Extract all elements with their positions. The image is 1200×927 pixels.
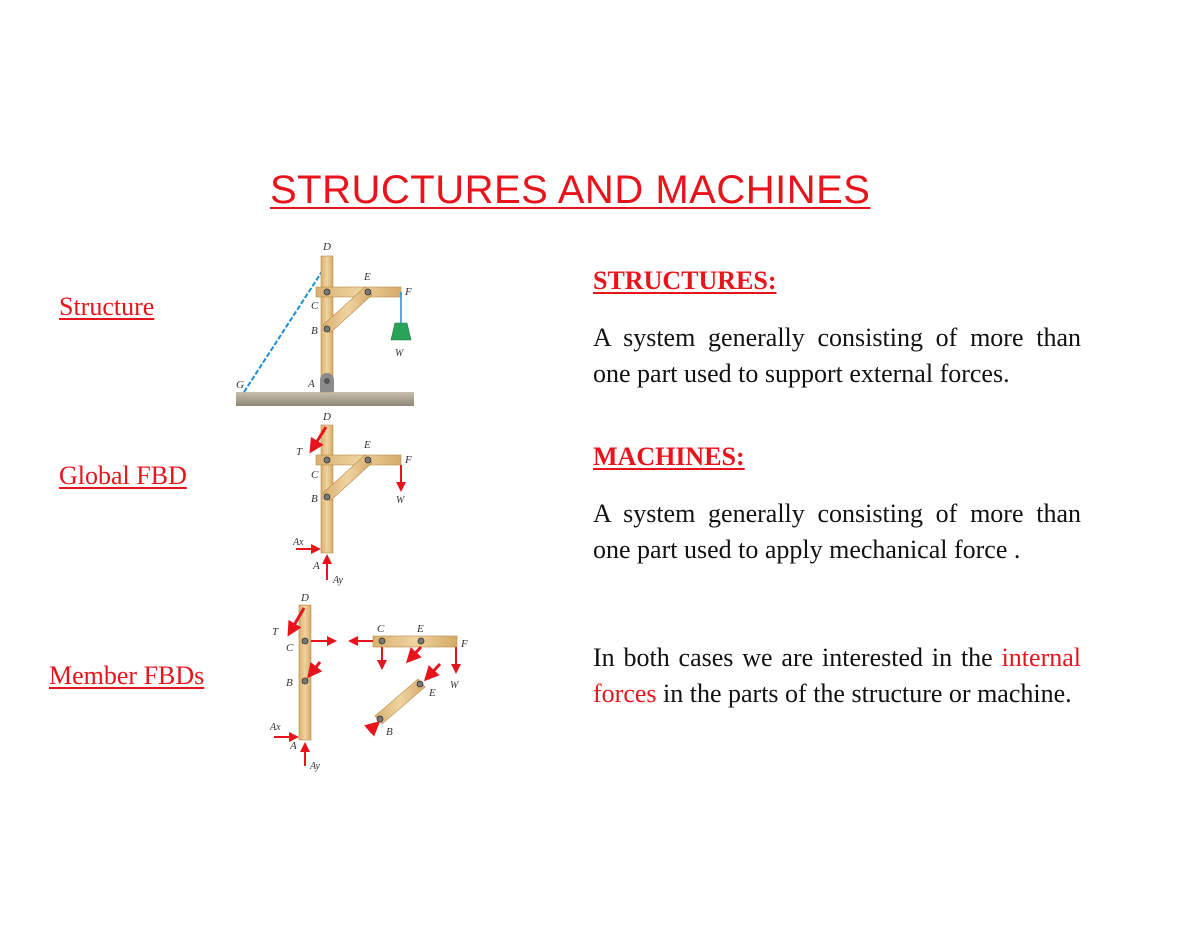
member-label-ay: Ay (309, 761, 321, 772)
fbd-label-f: F (404, 454, 412, 466)
label-structure: Structure (59, 292, 155, 321)
force-t-arrow (309, 426, 328, 454)
member-label-t: T (272, 626, 279, 638)
member-label-b: B (286, 677, 293, 689)
member-cf-label-f: F (460, 638, 468, 650)
member-fbd-pin-c (301, 637, 309, 645)
member-cf-label-e: E (416, 623, 424, 635)
fbd-pin-b (323, 493, 331, 501)
label-b: B (311, 325, 318, 337)
fbd-label-w: W (396, 495, 406, 506)
member-cf-label-w: W (450, 680, 460, 691)
structures-definition: A system generally consisting of more th… (593, 323, 1081, 388)
member-label-c: C (286, 642, 294, 654)
member-fbd-cf-e-arrow (405, 645, 423, 664)
member-fbd-be-pin-b (376, 715, 384, 723)
fbd-label-t: T (296, 446, 303, 458)
conclusion-before: In both cases we are interested in the (593, 643, 1002, 672)
page-title: STRUCTURES AND MACHINES (270, 168, 871, 212)
label-c: C (311, 300, 319, 312)
label-w: W (395, 348, 405, 359)
member-be-label-b: B (386, 726, 393, 738)
member-fbd-pin-b (301, 677, 309, 685)
cable-gd (243, 255, 333, 393)
label-member-fbds: Member FBDs (49, 661, 205, 690)
label-g: G (236, 379, 244, 391)
internal-forces-highlight: internal forces (593, 643, 1081, 708)
label-a: A (307, 378, 315, 390)
member-cf-label-c: C (377, 623, 385, 635)
member-fbd-be-pin-e (416, 680, 424, 688)
member-be-label-e: E (428, 687, 436, 699)
fbd-label-ax: Ax (292, 537, 304, 548)
pin-b (323, 325, 331, 333)
member-label-a: A (289, 740, 297, 752)
label-f: F (404, 286, 412, 298)
fbd-label-b: B (311, 493, 318, 505)
fbd-pin-e (364, 456, 372, 464)
label-e: E (363, 271, 371, 283)
member-label-d: D (300, 592, 309, 604)
ground (236, 392, 414, 406)
member-fbd-b-arrow (307, 661, 323, 679)
conclusion-after: in the parts of the structure or machine… (656, 679, 1072, 708)
machines-heading: MACHINES: (593, 442, 745, 471)
fbd-label-d: D (322, 411, 331, 423)
structure-diagram: D E F C B A G W (236, 241, 414, 406)
conclusion-text: In both cases we are interested in the i… (593, 640, 1081, 712)
member-fbd-cf-pin-e (417, 637, 425, 645)
label-global-fbd: Global FBD (59, 461, 187, 490)
machines-definition: A system generally consisting of more th… (593, 499, 1081, 564)
member-fbds-diagram: D C B A T Ax Ay C E F W B E (269, 592, 468, 772)
pin-c (323, 288, 331, 296)
fbd-label-a: A (312, 560, 320, 572)
weight-block (390, 322, 412, 341)
label-d: D (322, 241, 331, 253)
member-fbd-t-arrow (287, 607, 306, 637)
member-fbd-be-b-arrow (364, 721, 381, 737)
fbd-label-ay: Ay (332, 575, 344, 586)
member-fbd-be-e-arrow (423, 662, 442, 682)
global-fbd-diagram: D E F C B A T W Ax Ay (292, 411, 412, 586)
fbd-label-e: E (363, 439, 371, 451)
pin-a (324, 378, 330, 384)
fbd-pin-c (323, 456, 331, 464)
structures-heading: STRUCTURES: (593, 266, 777, 295)
member-fbd-ad (298, 604, 312, 741)
pin-e (364, 288, 372, 296)
fbd-label-c: C (311, 469, 319, 481)
member-fbd-cf-pin-c (378, 637, 386, 645)
member-fbd-cf (372, 635, 458, 648)
member-label-ax: Ax (269, 722, 281, 733)
